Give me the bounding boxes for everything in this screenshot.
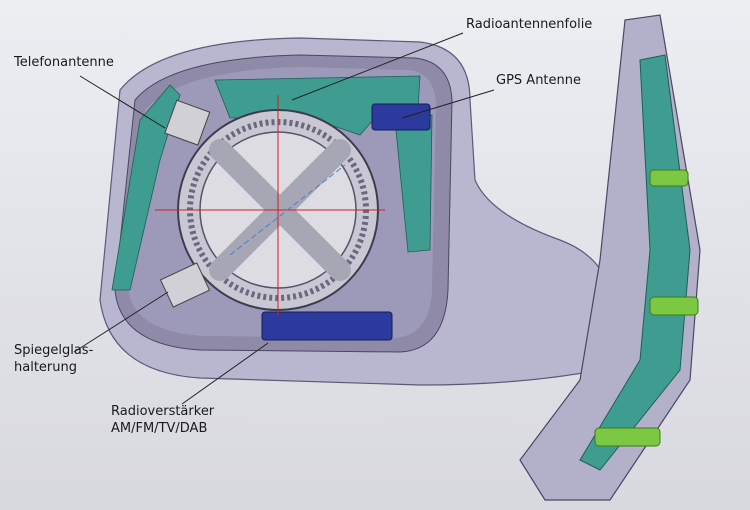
mirror-base-gasket: [579, 54, 691, 471]
telephone-antenna-clip: [164, 99, 211, 146]
mounting-pins: [594, 169, 699, 447]
label-telefonantenne: Telefonantenne: [14, 55, 114, 70]
label-radioverstaerker: Radioverstärker AM/FM/TV/DAB: [111, 403, 214, 437]
label-gps-antenne: GPS Antenne: [496, 73, 582, 88]
label-radioverstaerker-line2: AM/FM/TV/DAB: [111, 421, 208, 436]
telephone-antenna: [111, 84, 181, 291]
radio-amplifier-module: [261, 311, 393, 341]
label-radioantennenfolie: Radioantennenfolie: [466, 17, 593, 32]
gps-antenna-module: [371, 103, 431, 131]
glass-holder-clip: [159, 262, 211, 308]
label-spiegelglashalterung: Spiegelglas- halterung: [14, 342, 93, 376]
label-radioverstaerker-line1: Radioverstärker: [111, 404, 215, 419]
leader-lines: [73, 32, 495, 405]
axis-line-diagonal: [229, 164, 346, 256]
label-spiegelglas-line2: halterung: [14, 360, 77, 375]
label-spiegelglas-line1: Spiegelglas-: [14, 343, 94, 358]
